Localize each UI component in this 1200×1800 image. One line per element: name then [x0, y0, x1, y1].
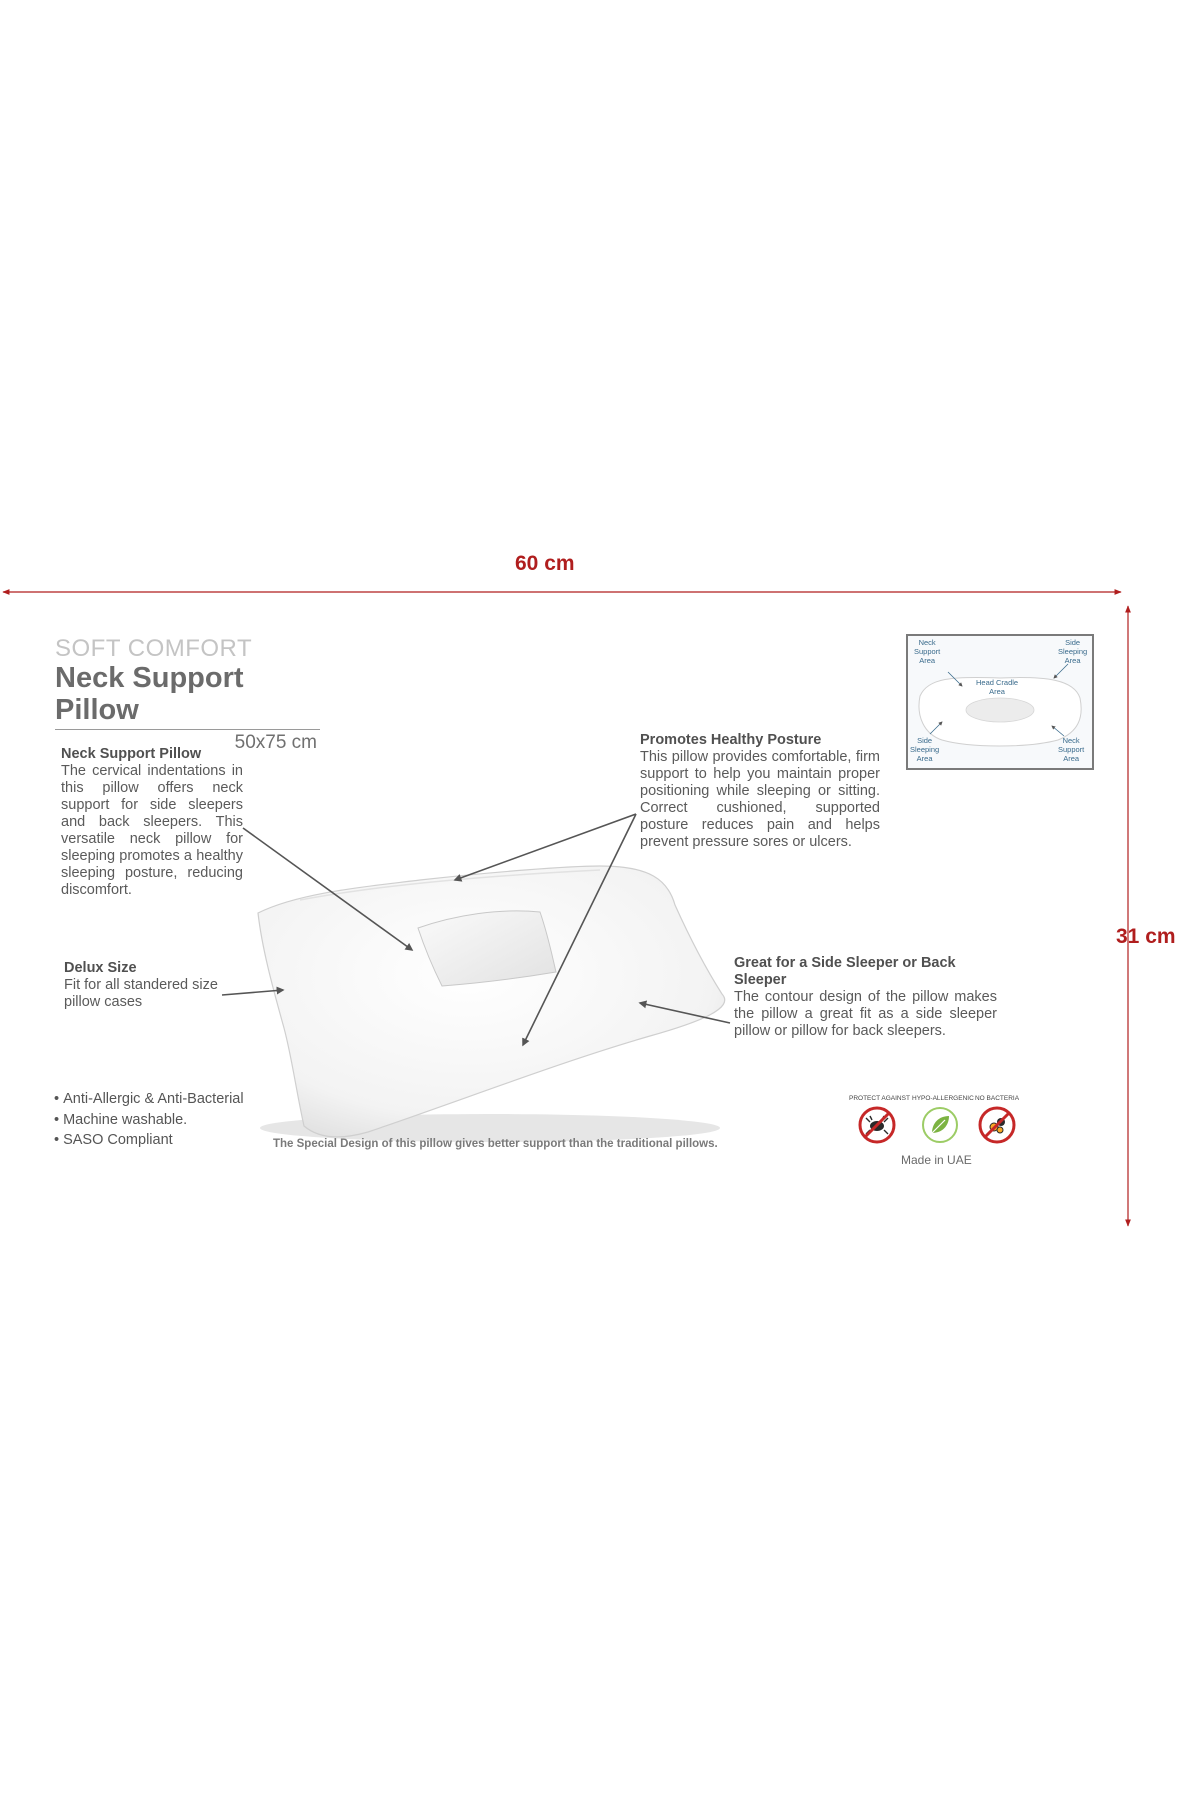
- feature-text: This pillow provides comfortable, firm s…: [640, 749, 880, 850]
- inset-label: Side Sleeping Area: [1058, 638, 1088, 665]
- pointer-arrow: [242, 827, 414, 951]
- inset-label: Head Cradle Area: [976, 678, 1019, 696]
- badge-caption: NO BACTERIA: [974, 1095, 1020, 1102]
- feature-text: The cervical indentations in this pillow…: [61, 763, 243, 898]
- pillow-image: [257, 865, 726, 1138]
- pointer-arrow: [522, 813, 637, 1047]
- inset-label: Side Sleeping Area: [910, 736, 940, 763]
- badge-caption: PROTECT AGAINST: [849, 1095, 910, 1102]
- feature-side-sleeper: Great for a Side Sleeper or Back Sleeper…: [734, 955, 997, 1040]
- list-item: Anti-Allergic & Anti-Bacterial: [54, 1089, 244, 1110]
- feature-text: The contour design of the pillow makes t…: [734, 989, 997, 1039]
- inset-label: Neck Support Area: [1058, 736, 1085, 763]
- dust-mite-icon: [858, 1106, 896, 1144]
- bacteria-icon: [978, 1106, 1016, 1144]
- feature-healthy-posture: Promotes Healthy Posture This pillow pro…: [640, 732, 880, 851]
- brand-block: SOFT COMFORT Neck Support Pillow 50x75 c…: [55, 636, 325, 756]
- brand-subtitle: SOFT COMFORT: [55, 635, 253, 662]
- pillow-zones-diagram: Neck Support Area Side Sleeping Area Hea…: [906, 634, 1094, 770]
- product-size: 50x75 cm: [234, 732, 317, 753]
- height-dimension-label: 31 cm: [1116, 925, 1176, 948]
- title-divider: [55, 729, 320, 730]
- pointer-arrow: [453, 813, 637, 882]
- feature-title: Delux Size: [64, 960, 137, 976]
- list-item: SASO Compliant: [54, 1130, 244, 1151]
- list-item: Machine washable.: [54, 1110, 244, 1131]
- feature-title: Great for a Side Sleeper or Back Sleeper: [734, 955, 956, 988]
- feature-neck-support: Neck Support Pillow The cervical indenta…: [61, 746, 243, 899]
- pointer-arrow: [221, 986, 285, 996]
- width-dimension-label: 60 cm: [515, 552, 575, 575]
- cervical-indentation: [417, 910, 557, 987]
- made-in-label: Made in UAE: [901, 1153, 972, 1167]
- pointer-arrow: [638, 1000, 731, 1024]
- badge-caption: HYPO-ALLERGENIC: [912, 1095, 974, 1102]
- feature-text: Fit for all standered size pillow cases: [64, 977, 218, 1010]
- product-caption: The Special Design of this pillow gives …: [273, 1138, 718, 1150]
- feature-title: Promotes Healthy Posture: [640, 732, 822, 748]
- product-title: Neck Support Pillow: [55, 662, 244, 726]
- feature-delux-size: Delux Size Fit for all standered size pi…: [64, 960, 234, 1011]
- feature-bullet-list: Anti-Allergic & Anti-Bacterial Machine w…: [54, 1089, 244, 1151]
- feature-title: Neck Support Pillow: [61, 746, 202, 762]
- leaf-icon: [921, 1106, 959, 1144]
- inset-label: Neck Support Area: [914, 638, 941, 665]
